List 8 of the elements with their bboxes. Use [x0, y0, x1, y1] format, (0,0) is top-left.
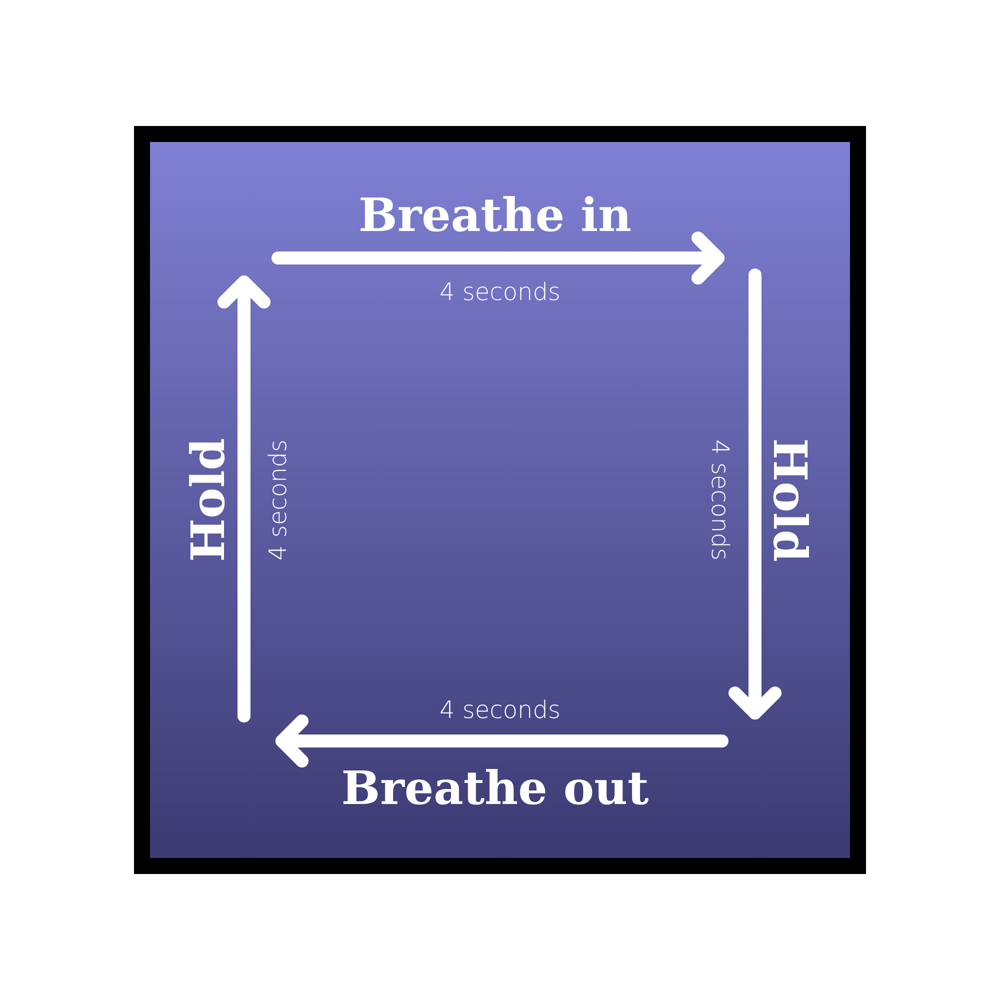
phase-label: Breathe in: [358, 188, 632, 242]
duration-label: 4 seconds: [706, 440, 734, 560]
phase-label: Hold: [181, 438, 235, 562]
phase-label: Breathe out: [341, 761, 649, 815]
duration-label: 4 seconds: [264, 440, 292, 560]
duration-label: 4 seconds: [440, 696, 560, 724]
phase-label: Hold: [763, 438, 817, 562]
duration-label: 4 seconds: [440, 278, 560, 306]
